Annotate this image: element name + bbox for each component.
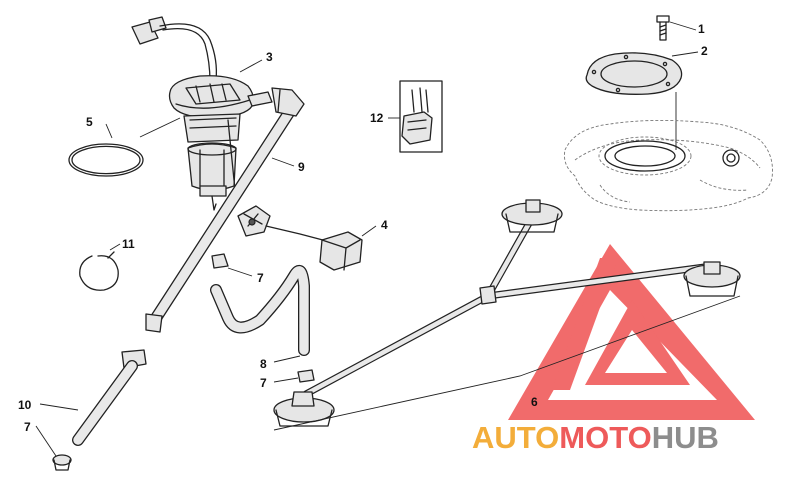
watermark-brand-auto: AUTO xyxy=(472,420,559,455)
watermark-brand-moto: MOTO xyxy=(559,420,651,455)
part-1-bolt xyxy=(656,15,670,41)
part-8-breather-hose xyxy=(210,264,310,363)
callout-labels: 1 2 3 5 12 9 4 11 7 8 7 10 7 6 xyxy=(18,21,708,434)
callout-3: 3 xyxy=(266,50,273,64)
watermark-inner-triangle xyxy=(585,300,690,385)
part-12-connector xyxy=(388,80,443,153)
callout-6: 6 xyxy=(531,395,538,409)
part-11-hose-clip xyxy=(79,243,121,291)
callout-10: 10 xyxy=(18,398,32,412)
watermark-brand-text: AUTOMOTOHUB xyxy=(472,420,719,455)
callout-1: 1 xyxy=(698,22,705,36)
callout-7-lower: 7 xyxy=(24,420,31,434)
watermark-stroke xyxy=(552,258,618,390)
callout-5: 5 xyxy=(86,115,93,129)
callout-11: 11 xyxy=(122,237,135,251)
callout-7-upper: 7 xyxy=(257,271,264,285)
callout-2: 2 xyxy=(701,44,708,58)
callout-4: 4 xyxy=(381,218,388,232)
part-6-vent-line xyxy=(273,199,741,431)
watermark-brand-hub: HUB xyxy=(652,420,719,455)
part-10-lower-hose xyxy=(39,349,147,446)
part-7-clamps xyxy=(35,253,315,471)
fuel-tank-outline xyxy=(564,119,773,212)
part-5-o-ring xyxy=(68,117,181,177)
part-9-fuel-hose xyxy=(145,87,305,333)
callout-9: 9 xyxy=(298,160,305,174)
part-3-fuel-pump xyxy=(131,16,273,211)
part-4-level-sensor xyxy=(237,205,377,271)
callout-8: 8 xyxy=(260,357,267,371)
callout-7-middle: 7 xyxy=(260,376,267,390)
callout-12: 12 xyxy=(370,111,384,125)
part-2-gasket xyxy=(585,52,683,150)
